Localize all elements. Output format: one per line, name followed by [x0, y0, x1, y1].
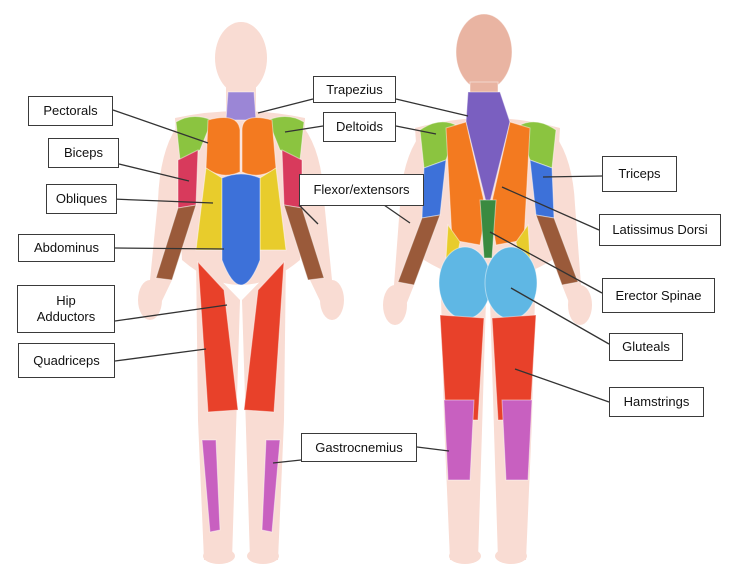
label-text: Gastrocnemius: [315, 439, 403, 455]
back-figure: [383, 13, 592, 564]
label-text: Trapezius: [326, 81, 383, 97]
label-quadriceps: Quadriceps: [18, 343, 115, 378]
label-gluteals: Gluteals: [609, 333, 683, 361]
label-pectorals: Pectorals: [28, 96, 113, 126]
label-text: Obliques: [55, 191, 108, 206]
label-triceps: Triceps: [602, 156, 677, 192]
label-hip-adductors: Hip Adductors: [17, 285, 115, 333]
label-latissimus-dorsi: Latissimus Dorsi: [599, 214, 721, 246]
label-gastrocnemius: Gastrocnemius: [301, 433, 417, 462]
label-obliques: Obliques: [46, 184, 117, 214]
label-flexor-extensors: Flexor/extensors: [299, 174, 424, 206]
label-erector-spinae: Erector Spinae: [602, 278, 715, 313]
label-text: Abdominus: [33, 240, 100, 255]
label-biceps: Biceps: [48, 138, 119, 168]
label-text-line1: Hip: [56, 293, 76, 308]
label-abdominus: Abdominus: [18, 234, 115, 262]
label-text: Hamstrings: [623, 394, 690, 409]
label-text: Erector Spinae: [615, 287, 702, 303]
label-hamstrings: Hamstrings: [609, 387, 704, 417]
label-text-line2: Adductors: [36, 309, 96, 324]
label-text: Biceps: [63, 145, 104, 160]
label-text: Gluteals: [622, 339, 670, 354]
label-text: Quadriceps: [33, 352, 100, 368]
label-text: Flexor/extensors: [313, 182, 410, 197]
label-text: Triceps: [618, 166, 661, 181]
leader-lines: [111, 98, 610, 464]
label-text: Pectorals: [43, 103, 98, 118]
label-deltoids: Deltoids: [323, 112, 396, 142]
front-figure: [138, 22, 344, 564]
label-text: Deltoids: [336, 119, 383, 134]
label-text: Latissimus Dorsi: [612, 222, 708, 237]
label-trapezius: Trapezius: [313, 76, 396, 103]
